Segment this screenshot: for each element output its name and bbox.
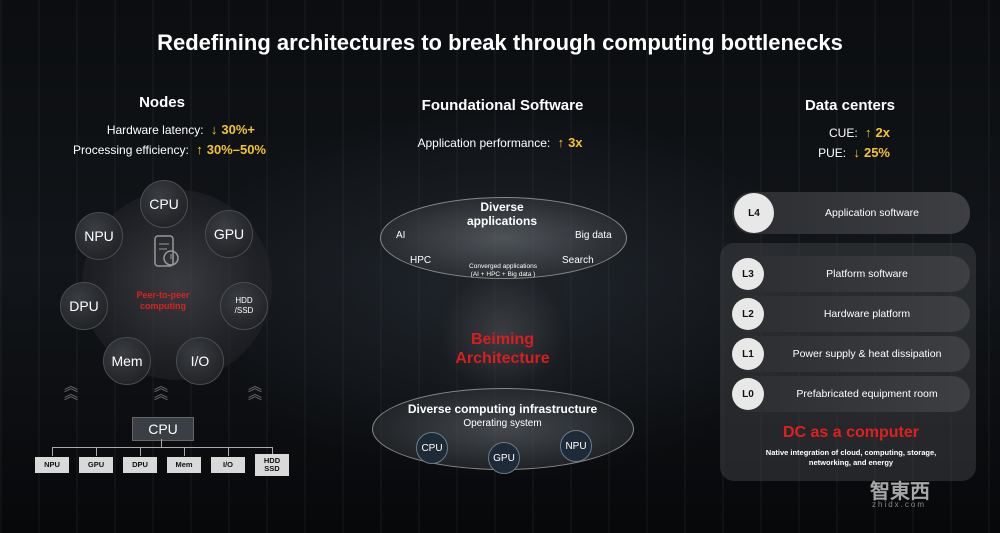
beiming-line-1: Beiming <box>470 331 535 348</box>
p2p-line-2: computing <box>140 301 186 311</box>
software-heading: Foundational Software <box>421 97 584 114</box>
layer-badge: L4 <box>734 193 774 233</box>
metric-label: Application performance: <box>417 136 551 150</box>
infra-title: Diverse computing infrastructure <box>407 402 598 416</box>
metric-arrow: ↓ <box>853 145 860 160</box>
app-hpc: HPC <box>410 255 432 266</box>
bus-chip-dpu: DPU <box>123 457 157 473</box>
metric-arrow: ↑ <box>557 135 565 150</box>
app-big-data: Big data <box>575 230 612 241</box>
layer-label: Hardware platform <box>823 308 911 320</box>
bus-connector <box>161 439 162 448</box>
layer-label: Application software <box>825 207 919 219</box>
metric-arrow: ↑ <box>865 125 872 140</box>
conv-line-2: (AI + HPC + Big data ) <box>470 271 536 278</box>
infra-chip-gpu: GPU <box>488 442 520 474</box>
bus-drop <box>52 447 53 456</box>
node-hdd-ssd[interactable]: HDD/SSD <box>220 282 268 330</box>
metric-value: 2x <box>875 125 890 140</box>
beiming-line-2: Architecture <box>455 350 550 367</box>
page-title: Redefining architectures to break throug… <box>157 30 843 55</box>
layer-badge: L3 <box>732 258 764 290</box>
chevron-up-icon: ︽︽ <box>64 378 78 402</box>
applications-disc <box>380 197 627 279</box>
app-ai: AI <box>396 230 406 241</box>
layer-label: Prefabricated equipment room <box>796 388 938 400</box>
node-gpu[interactable]: GPU <box>205 210 253 258</box>
metric-arrow: ↑ <box>196 142 203 157</box>
layer-badge: L1 <box>732 338 764 370</box>
device-icon <box>145 232 185 272</box>
bus-drop <box>96 447 97 456</box>
p2p-line-1: Peer-to-peer <box>136 290 190 300</box>
layer-l0: L0 Prefabricated equipment room <box>732 376 970 412</box>
node-mem[interactable]: Mem <box>103 337 151 385</box>
dc-metric-pue: PUE: ↓25% <box>790 145 890 160</box>
bus-drop <box>140 447 141 456</box>
infra-subtitle: Operating system <box>463 418 542 429</box>
metric-value: 25% <box>863 145 890 160</box>
layer-badge: L0 <box>732 378 764 410</box>
chevron-up-icon: ︽︽ <box>154 378 168 402</box>
bus-chip-mem: Mem <box>167 457 201 473</box>
metric-value: 30%–50% <box>206 142 266 157</box>
nodes-metric-efficiency: Processing efficiency: ↑30%–50% <box>30 142 266 157</box>
bus-chip-npu: NPU <box>35 457 69 473</box>
dc-as-computer-title: DC as a computer <box>782 424 920 441</box>
layer-l1: L1 Power supply & heat dissipation <box>732 336 970 372</box>
metric-value: 30%+ <box>221 122 255 137</box>
converged-label: Converged applications(AI + HPC + Big da… <box>448 263 558 279</box>
metric-label: Processing efficiency: <box>73 143 189 157</box>
metric-value: 3x <box>568 135 583 150</box>
hourglass-shape <box>440 270 565 395</box>
watermark-url: zhidx.com <box>872 500 927 509</box>
title-line-1: Diverse <box>480 200 524 214</box>
node-hdd-ssd-label: HDD/SSD <box>234 296 254 315</box>
layer-l4: L4 Application software <box>732 192 970 234</box>
node-cpu[interactable]: CPU <box>140 180 188 228</box>
bus-drop <box>228 447 229 456</box>
node-io[interactable]: I/O <box>176 337 224 385</box>
node-npu[interactable]: NPU <box>75 212 123 260</box>
chevron-up-icon: ︽︽ <box>248 378 262 402</box>
desc-line-2: networking, and energy <box>808 458 894 467</box>
bus-cpu-box: CPU <box>132 417 194 441</box>
nodes-metric-latency: Hardware latency: ↓30%+ <box>40 122 255 137</box>
metric-arrow: ↓ <box>210 122 218 137</box>
infra-chip-npu: NPU <box>560 430 592 462</box>
watermark-logo: 智東西 <box>870 481 930 503</box>
dc-as-computer-desc: Native integration of cloud, computing, … <box>732 448 970 468</box>
software-metric: Application performance: ↑3x <box>400 135 600 150</box>
metric-label: Hardware latency: <box>106 123 204 137</box>
nodes-heading: Nodes <box>139 94 185 111</box>
layer-label: Power supply & heat dissipation <box>792 348 942 360</box>
layer-badge: L2 <box>732 298 764 330</box>
desc-line-1: Native integration of cloud, computing, … <box>765 448 937 457</box>
bus-line <box>52 447 272 448</box>
layer-label: Platform software <box>826 268 908 280</box>
datacenters-heading: Data centers <box>804 97 896 114</box>
bus-drop <box>272 447 273 456</box>
metric-label: CUE: <box>829 126 858 140</box>
layer-l2: L2 Hardware platform <box>732 296 970 332</box>
bus-drop <box>184 447 185 456</box>
metric-label: PUE: <box>818 146 847 160</box>
title-line-2: applications <box>466 214 537 228</box>
dc-metric-cue: CUE: ↑2x <box>790 125 890 140</box>
bus-chip-gpu: GPU <box>79 457 113 473</box>
conv-line-1: Converged applications <box>469 263 537 270</box>
node-dpu[interactable]: DPU <box>60 282 108 330</box>
bus-chip-io: I/O <box>211 457 245 473</box>
layer-l3: L3 Platform software <box>732 256 970 292</box>
infra-chip-cpu: CPU <box>416 432 448 464</box>
app-search: Search <box>562 255 594 266</box>
